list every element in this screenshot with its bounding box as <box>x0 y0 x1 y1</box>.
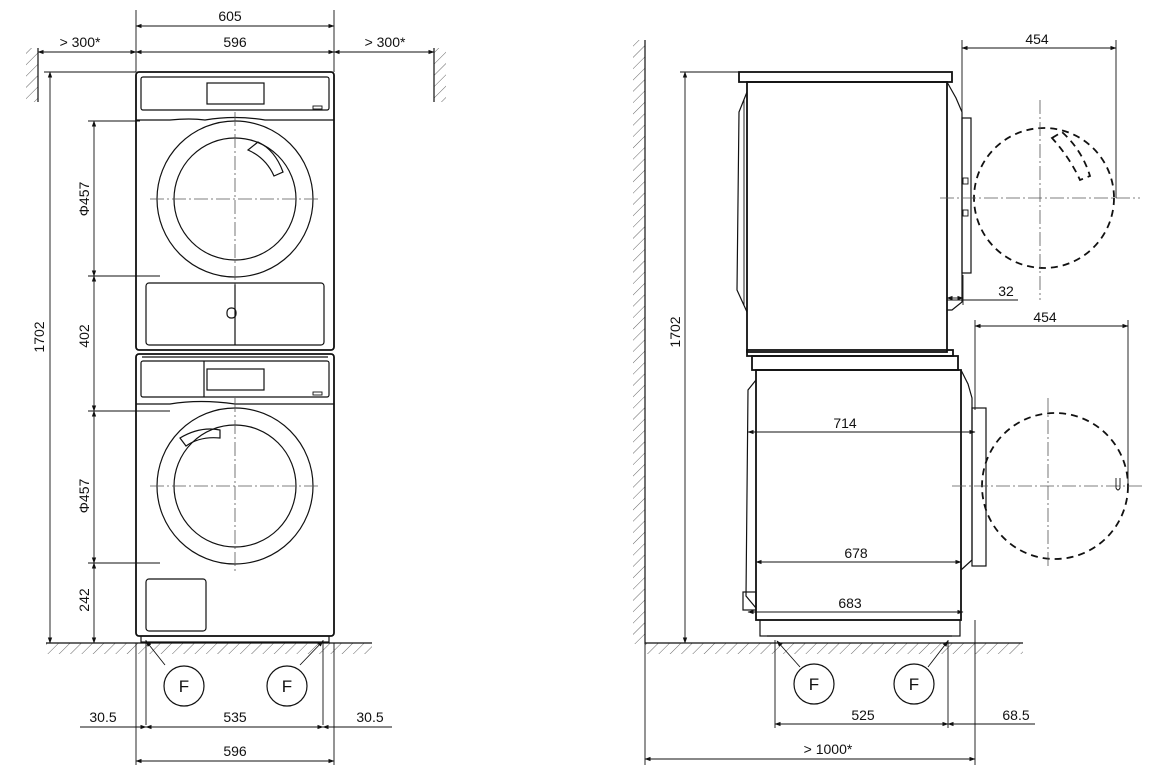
dim-foot-offset-left: 30.5 <box>89 709 116 725</box>
foot-marker-side-right: F <box>893 663 935 705</box>
dim-depth-middle: 678 <box>844 545 868 561</box>
dim-side-foot-span: 525 <box>851 707 875 723</box>
dim-foot-offset-right: 30.5 <box>356 709 383 725</box>
side-lower-machine <box>742 355 987 637</box>
front-center-lines <box>150 112 320 573</box>
foot-label: F <box>909 675 919 694</box>
foot-label: F <box>809 675 819 694</box>
dim-base-height: 242 <box>76 588 92 612</box>
foot-marker-front-left: F <box>163 665 205 707</box>
side-upper-machine <box>736 71 972 357</box>
dim-foot-span: 535 <box>223 709 247 725</box>
dim-lower-door-swing: 454 <box>1033 309 1057 325</box>
dim-upper-door-offset: 32 <box>998 283 1014 299</box>
side-floor <box>645 642 1023 654</box>
dim-door-upper-diameter: Φ457 <box>76 182 92 217</box>
front-view: 605 596 > 300* > 300* 1702 Φ457 402 Φ457… <box>26 8 446 765</box>
dim-side-foot-offset: 68.5 <box>1002 707 1029 723</box>
dim-depth-top: 714 <box>833 415 857 431</box>
dim-total-height: 1702 <box>31 321 47 352</box>
side-view: 1702 454 32 454 714 678 683 F F 525 <box>633 31 1145 765</box>
dim-bottom-width: 596 <box>223 743 247 759</box>
dim-door-lower-diameter: Φ457 <box>76 479 92 514</box>
side-back-wall <box>633 40 646 644</box>
foot-label: F <box>179 677 189 696</box>
foot-marker-front-right: F <box>266 665 308 707</box>
dim-upper-door-swing: 454 <box>1025 31 1049 47</box>
lower-door-swing <box>952 398 1145 566</box>
dim-total-width: 605 <box>218 8 242 24</box>
foot-label: F <box>282 677 292 696</box>
dim-wall-clearance: > 1000* <box>804 741 853 757</box>
dim-inner-width: 596 <box>223 34 247 50</box>
foot-marker-side-left: F <box>793 663 835 705</box>
front-right-wall <box>433 48 446 102</box>
front-left-wall <box>26 48 39 102</box>
dim-side-total-height: 1702 <box>667 316 683 347</box>
dim-depth-bottom: 683 <box>838 595 862 611</box>
upper-door-swing <box>940 100 1140 300</box>
dim-side-clearance-left: > 300* <box>60 34 101 50</box>
dim-side-clearance-right: > 300* <box>365 34 406 50</box>
dim-middle-gap: 402 <box>76 324 92 348</box>
